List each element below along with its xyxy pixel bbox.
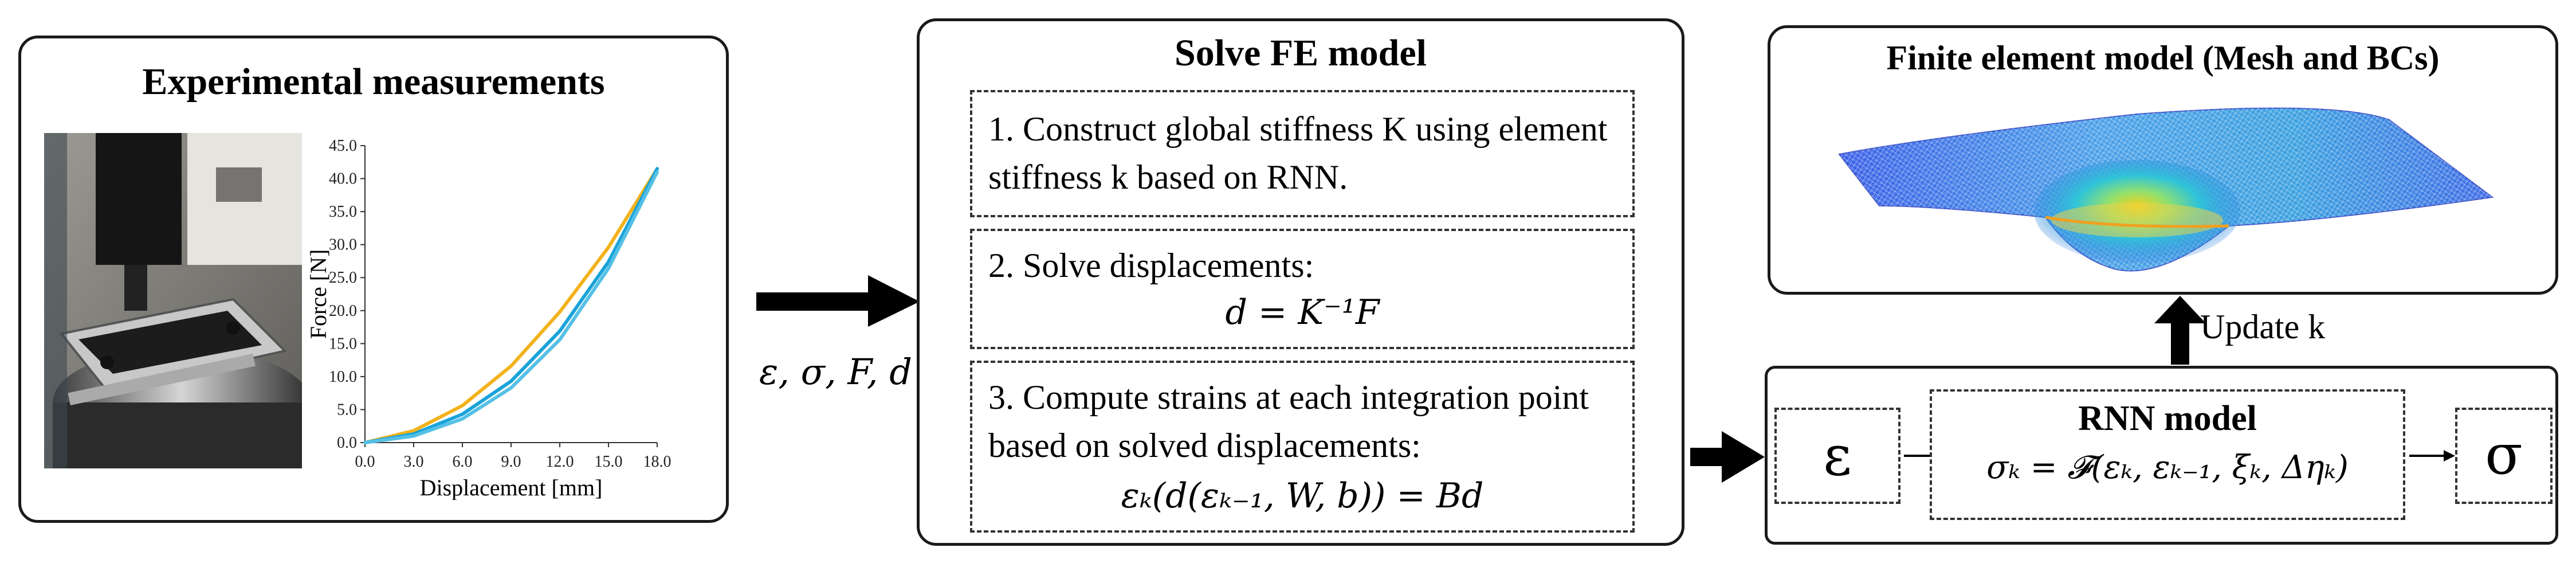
sigma-output-box: σ: [2455, 408, 2553, 504]
y-tick-label: 20.0: [329, 302, 357, 320]
epsilon-input: ε: [1823, 424, 1852, 488]
fem-panel: Finite element model (Mesh and BCs): [1768, 25, 2558, 295]
step3-equation: εₖ(d(εₖ₋₁, W, b)) = Bd: [1121, 476, 1484, 516]
x-tick-label: 18.0: [643, 453, 672, 471]
y-tick-label: 5.0: [337, 401, 357, 419]
update-k-text: Update k: [2200, 308, 2326, 346]
rnn-model-box: RNN model σₖ = 𝓕(εₖ, εₖ₋₁, ξₖ, Δηₖ): [1930, 389, 2405, 520]
step3-box: 3. Compute strains at each integration p…: [970, 361, 1635, 533]
arrow-update-k: [2154, 296, 2206, 365]
y-tick-label: 45.0: [329, 137, 357, 155]
series-line-2: [363, 167, 659, 444]
y-tick-label: 0.0: [337, 434, 357, 452]
x-axis-title: Displacement [mm]: [420, 475, 603, 500]
x-tick-label: 9.0: [501, 453, 521, 471]
fem-title: Finite element model (Mesh and BCs): [1886, 39, 2440, 77]
fem-mesh-plot: [1838, 107, 2494, 272]
rnn-model-title: RNN model: [2078, 399, 2257, 438]
force-displacement-chart: 0.0 3.0 6.0 9.0 12.0 15.0 18.0 0.0 5.0 10.0 15.0 20…: [308, 137, 672, 500]
experimental-panel: Experimental measurements 0.0 3.0 6.0 9.0 12…: [18, 36, 729, 523]
step1-text: 1. Construct global stiffness K using el…: [988, 110, 1608, 196]
series-line-3: [363, 170, 659, 444]
x-tick-label: 15.0: [595, 453, 623, 471]
y-tick-label: 10.0: [329, 368, 357, 386]
rnn-panel: ε RNN model σₖ = 𝓕(εₖ, εₖ₋₁, ξₖ, Δηₖ) σ: [1765, 366, 2558, 545]
arrow-solve-to-rnn: [1690, 431, 1765, 483]
step2-box: 2. Solve displacements: d = K⁻¹F: [970, 229, 1635, 349]
solve-fe-title: Solve FE model: [1175, 32, 1427, 74]
y-tick-label: 30.0: [329, 236, 357, 254]
step1-box: 1. Construct global stiffness K using el…: [970, 90, 1635, 217]
sigma-output: σ: [2485, 423, 2523, 487]
x-tick-label: 12.0: [546, 453, 574, 471]
y-axis-title: Force [N]: [308, 249, 331, 339]
epsilon-input-box: ε: [1774, 408, 1900, 504]
rnn-equation: σₖ = 𝓕(εₖ, εₖ₋₁, ξₖ, Δηₖ): [1986, 449, 2349, 486]
y-tick-label: 15.0: [329, 335, 357, 353]
y-tick-label: 35.0: [329, 203, 357, 221]
solve-fe-panel: Solve FE model 1. Construct global stiff…: [917, 18, 1684, 546]
update-k-label: Update k: [2200, 307, 2325, 347]
x-tick-label: 3.0: [404, 453, 424, 471]
arrow-exp-to-solve: [756, 275, 920, 327]
arrow-rnn-to-sigma: [2409, 450, 2455, 462]
series-line-1: [363, 167, 659, 444]
step2-equation: d = K⁻¹F: [1225, 292, 1380, 333]
arrow-variables-label: ε, σ, F, d: [759, 351, 912, 393]
y-tick-label: 40.0: [329, 170, 357, 188]
x-tick-label: 0.0: [355, 453, 375, 471]
y-tick-label: 25.0: [329, 269, 357, 287]
test-rig-photo: [44, 133, 302, 468]
x-tick-label: 6.0: [453, 453, 473, 471]
step3-text: 3. Compute strains at each integration p…: [988, 378, 1589, 464]
experimental-title: Experimental measurements: [142, 61, 605, 103]
step2-text: 2. Solve displacements:: [988, 247, 1314, 284]
